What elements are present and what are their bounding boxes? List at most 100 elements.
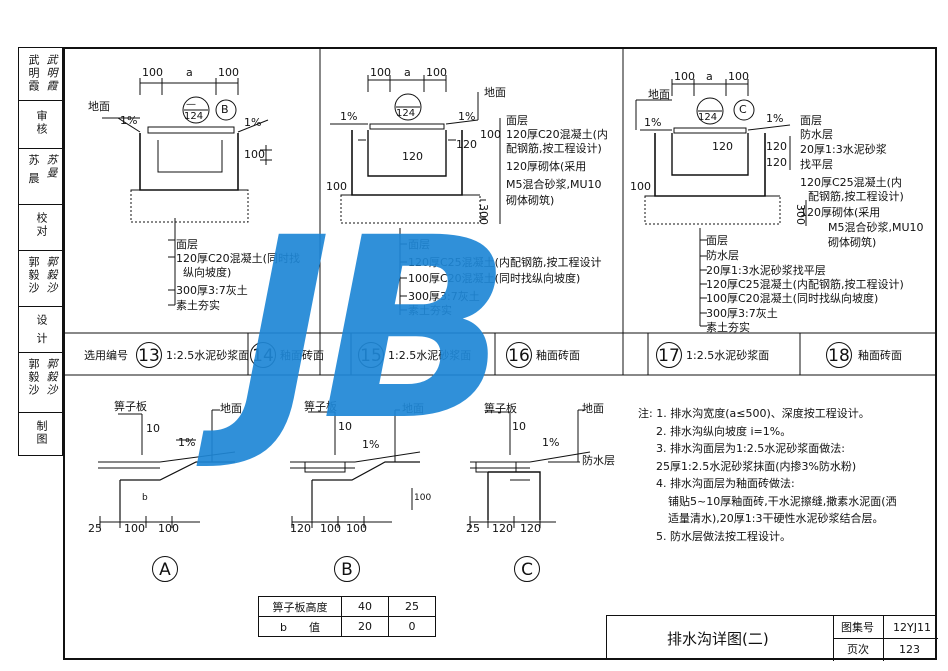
ground-label: 地面 xyxy=(582,402,604,415)
dim-text: 120 xyxy=(520,522,541,535)
layer-label: 防水层 xyxy=(706,249,739,262)
selection-text: 釉面砖面 xyxy=(858,349,902,362)
detail-ref-letter: C xyxy=(739,103,747,116)
dim-text: 25 xyxy=(466,522,480,535)
dim-text: 100 xyxy=(426,66,447,79)
dim-text: 120 xyxy=(712,140,733,153)
layer-label: 120厚砌体(采用 xyxy=(800,206,881,219)
layer-label: 100厚C20混凝土(同时找纵向坡度) xyxy=(408,272,581,285)
layer-label: 20厚1:3水泥砂浆 xyxy=(800,143,887,156)
grate-height-table: 箅子板高度 40 25 b 值 20 0 xyxy=(258,596,436,637)
note-line: 2. 排水沟纵向坡度 i=1%。 xyxy=(656,424,792,438)
detail-ref-code: 124 xyxy=(184,111,204,122)
selection-text: 1:2.5水泥砂浆面 xyxy=(388,349,472,362)
ground-label: 地面 xyxy=(88,100,110,113)
grate-label: 箅子板 xyxy=(484,402,517,415)
layer-label: 面层 xyxy=(506,114,528,127)
sidebar-cell: 制图 xyxy=(19,412,62,455)
detail-ref-letter: B xyxy=(221,103,229,116)
slope-label: 1% xyxy=(542,436,560,449)
detail-ref-code: 124 xyxy=(396,108,416,119)
ground-label: 地面 xyxy=(220,402,242,415)
dim-text: 100 xyxy=(370,66,391,79)
sidebar-signature: 郭毅沙 xyxy=(45,256,58,295)
layer-label: 300厚3:7灰土 xyxy=(706,307,778,320)
sidebar-cell: 校对 xyxy=(19,204,62,251)
selection-text: 1:2.5水泥砂浆面 xyxy=(686,349,770,362)
selection-number: 15 xyxy=(358,342,384,368)
layer-label: 配钢筋,按工程设计) xyxy=(808,190,904,203)
layer-label: M5混合砂浆,MU10 xyxy=(506,178,602,191)
drawing-frame xyxy=(63,47,937,660)
layer-label: 100厚C20混凝土(同时找纵向坡度) xyxy=(706,292,879,305)
watermark-logo: JB xyxy=(238,184,512,475)
selection-number: 16 xyxy=(506,342,532,368)
selection-number: 14 xyxy=(250,342,276,368)
table-cell: 25 xyxy=(388,596,436,617)
layer-label: 120厚C25混凝土(内 xyxy=(800,176,902,189)
slope-label: 1% xyxy=(178,436,196,449)
atlas-label: 图集号 xyxy=(841,621,874,634)
layer-label: 20厚1:3水泥砂浆找平层 xyxy=(706,264,826,277)
dim-text: 120 xyxy=(766,156,787,169)
layer-label: 防水层 xyxy=(800,128,833,141)
note-line: 注: 1. 排水沟宽度(a≤500)、深度按工程设计。 xyxy=(638,407,870,420)
dim-text: 100 xyxy=(480,128,501,141)
sidebar-label: 校对 xyxy=(35,212,48,238)
dim-text: a xyxy=(404,66,411,79)
dim-text: 100 xyxy=(326,180,347,193)
ground-label: 地面 xyxy=(402,402,424,415)
dim-text: 100 xyxy=(320,522,341,535)
dim-text: 10 xyxy=(338,420,352,433)
detail-ref-code: 124 xyxy=(698,112,718,123)
note-line: 适量清水),20厚1:3干硬性水泥砂浆结合层。 xyxy=(668,512,884,525)
layer-label: 120厚C20混凝土(内 xyxy=(506,128,608,141)
slope-label: 1% xyxy=(340,110,358,123)
dim-text: 300 xyxy=(477,204,490,225)
layer-label: 纵向坡度) xyxy=(183,266,232,279)
slope-label: 1% xyxy=(244,116,262,129)
dim-text: 120 xyxy=(290,522,311,535)
detail-id-c: C xyxy=(514,556,540,582)
ground-label: 地面 xyxy=(648,88,670,101)
sidebar-cell: 郭毅沙郭毅沙 xyxy=(19,250,62,307)
sidebar-label: 审核 xyxy=(35,110,48,136)
dim-text: 100 xyxy=(218,66,239,79)
table-cell: 0 xyxy=(388,616,436,637)
detail-id-a: A xyxy=(152,556,178,582)
signature-column: 武明霞武明霞 审核 苏 晨苏曼 校对 郭毅沙郭毅沙 设 计 郭毅沙郭毅沙 制图 xyxy=(18,47,63,456)
waterproof-label: 防水层 xyxy=(582,454,615,467)
selection-text: 釉面砖面 xyxy=(536,349,580,362)
dim-text: a xyxy=(706,70,713,83)
layer-label: 面层 xyxy=(706,234,728,247)
dim-text: 120 xyxy=(492,522,513,535)
dim-text: 100 xyxy=(630,180,651,193)
page-number: 123 xyxy=(899,643,920,656)
sidebar-cell: 审核 xyxy=(19,100,62,149)
selection-text: 釉面砖面 xyxy=(280,349,324,362)
layer-label: 素土夯实 xyxy=(176,299,220,312)
dim-text: 100 xyxy=(414,493,432,503)
layer-label: 面层 xyxy=(800,114,822,127)
dim-text: 10 xyxy=(512,420,526,433)
sidebar-signature: 郭毅沙 xyxy=(45,358,58,397)
table-row: b 值 20 0 xyxy=(258,616,436,637)
dim-text: 120 xyxy=(402,150,423,163)
sidebar-signature: 武明霞 xyxy=(45,54,58,93)
layer-label: 300厚3:7灰土 xyxy=(176,284,248,297)
sidebar-label: 设 计 xyxy=(35,314,48,346)
layer-label: 砌体砌筑) xyxy=(506,194,555,207)
dim-text: 100 xyxy=(244,148,265,161)
dim-text: 100 xyxy=(124,522,145,535)
slope-label: 1% xyxy=(362,438,380,451)
table-row: 箅子板高度 40 25 xyxy=(258,596,436,617)
dim-text: a xyxy=(186,66,193,79)
layer-label: 找平层 xyxy=(800,158,833,171)
table-cell: 箅子板高度 xyxy=(258,596,342,617)
detail-id-b: B xyxy=(334,556,360,582)
note-line: 3. 排水沟面层为1:2.5水泥砂浆面做法: xyxy=(656,442,845,455)
sidebar-signature: 苏曼 xyxy=(45,154,58,180)
note-line: 铺贴5~10厚釉面砖,干水泥擦缝,撒素水泥面(洒 xyxy=(668,494,897,508)
sidebar-cell: 郭毅沙郭毅沙 xyxy=(19,352,62,413)
